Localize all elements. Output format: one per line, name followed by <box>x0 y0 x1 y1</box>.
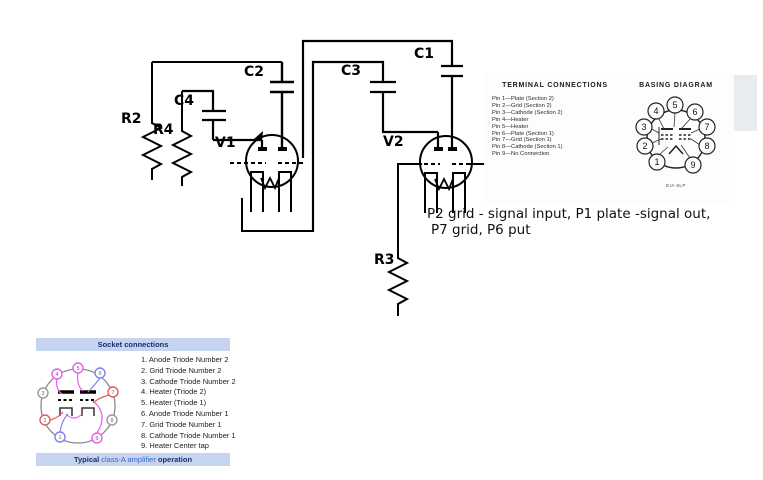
svg-text:9: 9 <box>690 160 695 170</box>
label-c2: C2 <box>244 64 264 80</box>
svg-text:7: 7 <box>111 390 114 396</box>
pin-line: Pin 4—Heater <box>492 116 529 123</box>
annotation-line-2: P7 grid, P6 put <box>431 221 531 238</box>
basing-caption: EIA 9LP <box>666 183 686 188</box>
label-c3: C3 <box>341 63 361 79</box>
tube-v1 <box>230 131 303 212</box>
socket-connections-list: 1. Anode Triode Number 2 2. Grid Triode … <box>141 355 236 452</box>
socket-list-item: 1. Anode Triode Number 2 <box>141 355 229 364</box>
svg-text:7: 7 <box>704 122 709 132</box>
tube-v2-heater <box>434 176 454 192</box>
socket-panel-header: Socket connections <box>36 338 230 351</box>
svg-text:6: 6 <box>98 371 101 377</box>
tube-v1-cathode-right <box>278 171 292 212</box>
svg-text:4: 4 <box>653 106 658 116</box>
label-v1: V1 <box>215 135 236 151</box>
svg-text:3: 3 <box>641 122 646 132</box>
basing-diagram-title: BASING DIAGRAM <box>639 82 713 89</box>
pin-line: Pin 8—Cathode (Section 1) <box>492 144 563 151</box>
socket-list-item: 7. Grid Triode Number 1 <box>141 419 222 429</box>
socket-pin-circles <box>37 362 119 444</box>
footer-suffix: operation <box>157 455 193 464</box>
svg-text:8: 8 <box>704 141 709 151</box>
svg-text:1: 1 <box>58 435 61 441</box>
terminal-connections-list: Pin 1—Plate (Section 2) Pin 2—Grid (Sect… <box>492 96 563 158</box>
socket-connections-panel: Socket connections <box>36 338 236 466</box>
basing-internals <box>658 127 691 155</box>
socket-list-item: 6. Anode Triode Number 1 <box>141 408 229 418</box>
resistor-r4 <box>170 91 194 186</box>
pin-line: Pin 5—Heater <box>492 123 529 130</box>
label-r3: R3 <box>374 252 395 268</box>
tube-v1-envelope <box>245 134 299 188</box>
tube-v2 <box>419 135 484 213</box>
resistor-r3 <box>386 163 422 316</box>
socket-list-item: 9. Heater Center tap <box>141 441 209 451</box>
basing-diagram: 1 2 3 4 5 6 7 8 9 <box>635 96 716 174</box>
tube-v2-cathode-left <box>424 172 438 213</box>
pin-line: Pin 6—Plate (Section 1) <box>492 130 554 137</box>
svg-text:5: 5 <box>672 100 677 110</box>
svg-text:4: 4 <box>55 372 58 378</box>
tube-v1-plate-tick <box>254 131 263 141</box>
tube-v2-plate-right <box>448 147 457 151</box>
svg-text:3: 3 <box>41 391 44 397</box>
svg-text:2: 2 <box>43 418 46 424</box>
tube-v1-plate-right <box>278 147 287 151</box>
svg-text:9: 9 <box>95 436 98 442</box>
capacitor-c1 <box>301 39 463 158</box>
socket-list-item: 8. Cathode Triode Number 1 <box>141 430 236 440</box>
socket-list-item: 4. Heater (Triode 2) <box>141 387 207 397</box>
capacitor-c4 <box>182 89 264 147</box>
socket-list-item: 3. Cathode Triode Number 2 <box>141 376 236 386</box>
socket-panel-footer: Typical class-A amplifier operation <box>36 453 230 466</box>
resistor-r2 <box>140 62 164 180</box>
tube-v2-envelope <box>419 135 473 189</box>
svg-text:2: 2 <box>642 141 647 151</box>
socket-list-item: 5. Heater (Triode 1) <box>141 398 207 408</box>
socket-wiring-diagram: 1 2 3 4 5 6 7 8 9 <box>37 362 119 444</box>
socket-wire-traces <box>49 372 110 434</box>
footer-prefix: Typical <box>73 455 100 464</box>
label-v2: V2 <box>383 134 404 150</box>
wire-v1-bottom-loop <box>241 198 313 232</box>
annotation-line-1: P2 grid - signal input, P1 plate -signal… <box>427 206 711 222</box>
basing-pin-circles <box>635 96 716 174</box>
terminal-connections-title: TERMINAL CONNECTIONS <box>502 82 608 89</box>
label-r2: R2 <box>121 111 142 127</box>
signal-annotation: P2 grid - signal input, P1 plate -signal… <box>427 206 711 238</box>
svg-text:6: 6 <box>692 107 697 117</box>
pin-line: Pin 1—Plate (Section 2) <box>492 96 554 102</box>
svg-text:8: 8 <box>110 418 113 424</box>
label-c1: C1 <box>414 46 434 62</box>
label-r4: R4 <box>153 122 174 138</box>
pin-line: Pin 2—Grid (Section 2) <box>492 102 552 109</box>
tube-v1-heater <box>260 175 280 191</box>
capacitor-c3 <box>311 60 440 232</box>
svg-text:5: 5 <box>76 366 79 372</box>
tube-v2-cathode-right <box>452 172 466 213</box>
basing-pin-numbers: 1 2 3 4 5 6 7 8 9 <box>641 100 709 170</box>
schematic-wires <box>140 39 463 316</box>
socket-list-item: 2. Grid Triode Number 2 <box>141 365 222 375</box>
svg-text:1: 1 <box>654 157 659 167</box>
tube-v1-cathode-left <box>250 171 264 212</box>
pin-line: Pin 3—Cathode (Section 2) <box>492 109 563 116</box>
tube-v2-plate-left <box>434 147 443 151</box>
pin-line: Pin 9—No Connection <box>492 151 550 158</box>
tube-datasheet-panel: TERMINAL CONNECTIONS BASING DIAGRAM Pin … <box>484 73 734 205</box>
class-a-amplifier-link[interactable]: class-A amplifier <box>101 455 156 464</box>
tube-v1-plate-left <box>258 147 267 151</box>
capacitor-c2 <box>270 62 294 147</box>
pin-line: Pin 7—Grid (Section 1) <box>492 137 552 144</box>
basing-pin-leads <box>651 112 701 159</box>
socket-pin-numbers: 1 2 3 4 5 6 7 8 9 <box>41 366 114 442</box>
label-c4: C4 <box>174 93 194 109</box>
